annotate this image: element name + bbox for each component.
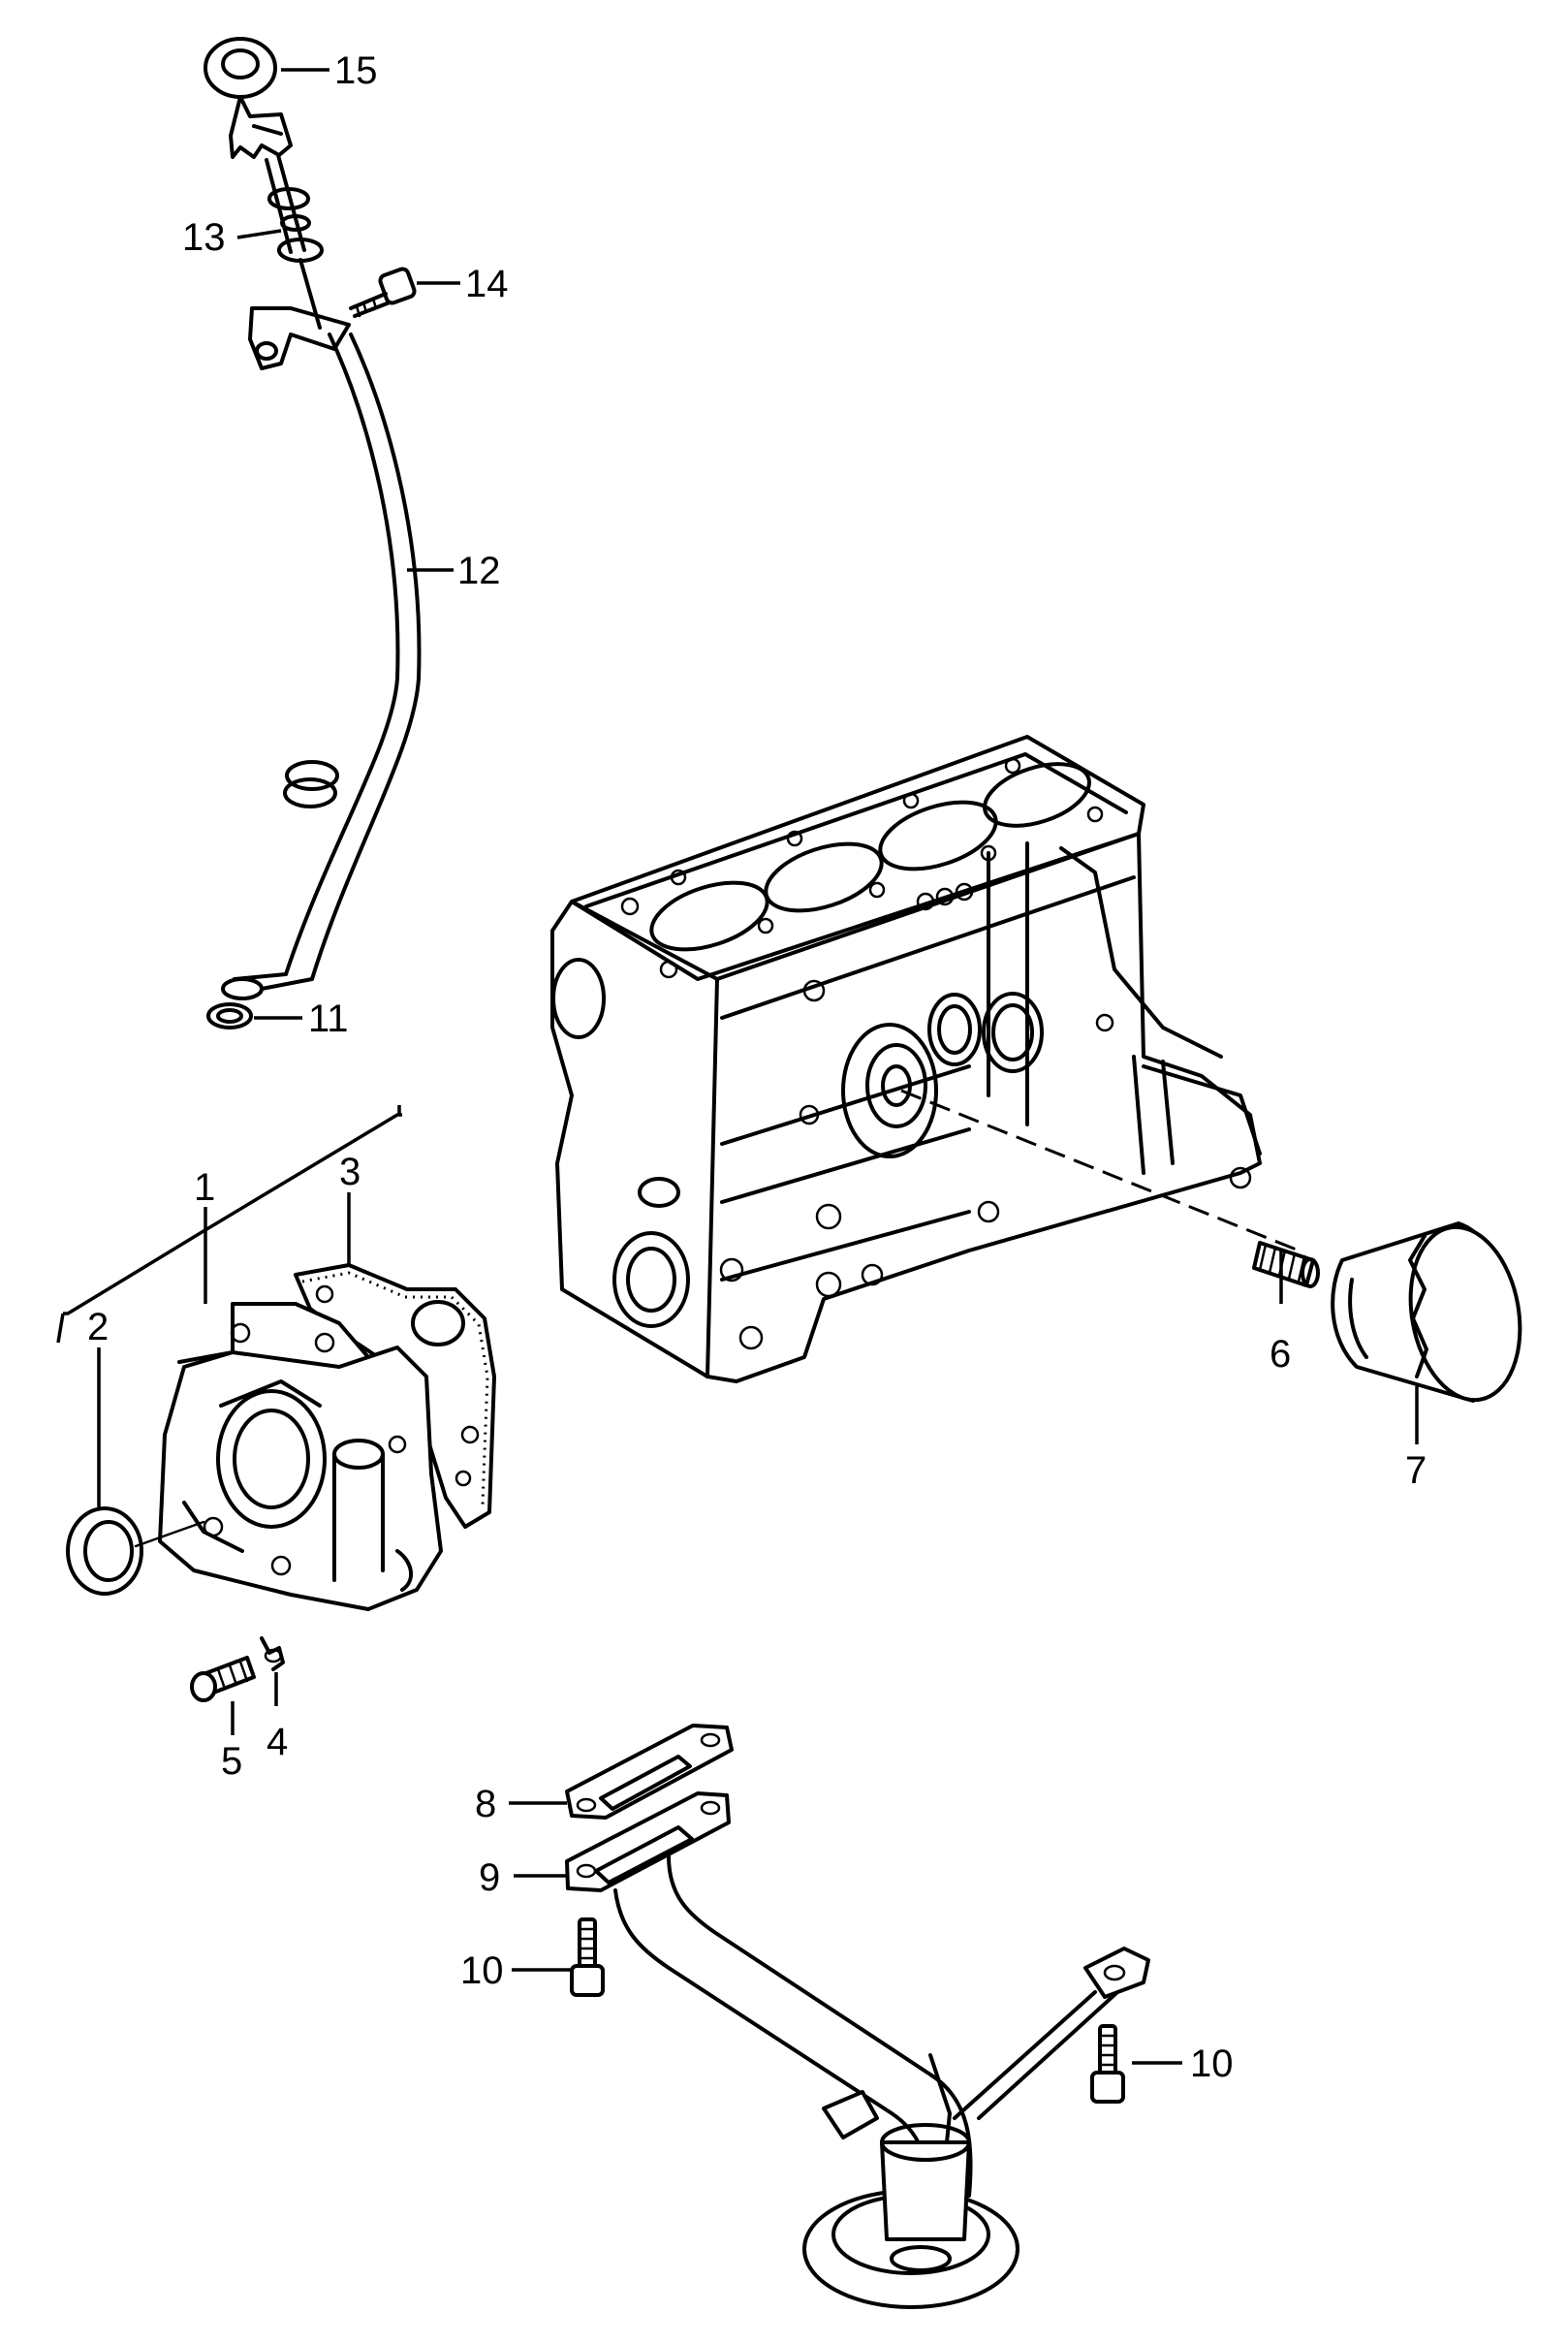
pickup-pipe-flange <box>565 1791 731 1892</box>
callout-11: 11 <box>308 998 349 1040</box>
pump-lock-washer <box>260 1636 285 1671</box>
oil-filter <box>1331 1221 1522 1403</box>
cylinder-bores <box>649 762 1091 952</box>
engine-block <box>550 735 1300 1383</box>
callout-13: 13 <box>182 216 226 259</box>
bracket-bolt <box>349 267 417 318</box>
callout-2: 2 <box>87 1306 109 1348</box>
pickup-gasket <box>565 1724 734 1820</box>
oil-pump-group <box>56 1105 496 1702</box>
dipstick-handle-ring <box>204 37 293 159</box>
deck-holes <box>620 757 1104 979</box>
callout-1: 1 <box>194 1166 215 1209</box>
callout-8: 8 <box>475 1783 496 1825</box>
callout-15: 15 <box>334 49 378 92</box>
dipstick-upper-tube <box>265 153 324 263</box>
oil-pickup-group <box>565 1724 1150 2309</box>
pickup-bracket-bolt <box>1090 2024 1125 2104</box>
dipstick-guide-tube <box>221 333 422 1000</box>
filter-threaded-stud <box>1252 1241 1320 1288</box>
filter-axis-line <box>900 1089 1300 1252</box>
leader-lines <box>97 68 1419 2065</box>
dipstick-bracket <box>248 258 351 370</box>
pickup-strainer <box>802 2123 1019 2309</box>
callout-10-flange: 10 <box>460 1949 504 1992</box>
pickup-flange-bolt <box>570 1917 605 1997</box>
callout-14: 14 <box>465 263 509 305</box>
callout-4: 4 <box>267 1721 288 1763</box>
oil-pump-body <box>158 1302 443 1611</box>
callout-labels: 15 13 14 12 11 1 3 2 6 7 5 4 8 9 10 10 <box>87 49 1427 2085</box>
oil-filter-flange <box>841 992 1044 1158</box>
dipstick-assembly <box>204 37 422 1029</box>
callout-10-bracket: 10 <box>1190 2043 1234 2085</box>
callout-9: 9 <box>479 1856 500 1899</box>
callout-3: 3 <box>339 1151 361 1193</box>
callout-7: 7 <box>1405 1449 1427 1492</box>
callout-5: 5 <box>221 1740 242 1783</box>
callout-12: 12 <box>457 550 501 592</box>
pump-seal-ring <box>66 1506 205 1596</box>
dipstick-o-ring <box>206 1002 253 1029</box>
callout-6: 6 <box>1270 1333 1291 1376</box>
pump-mounting-bolt <box>190 1656 256 1702</box>
